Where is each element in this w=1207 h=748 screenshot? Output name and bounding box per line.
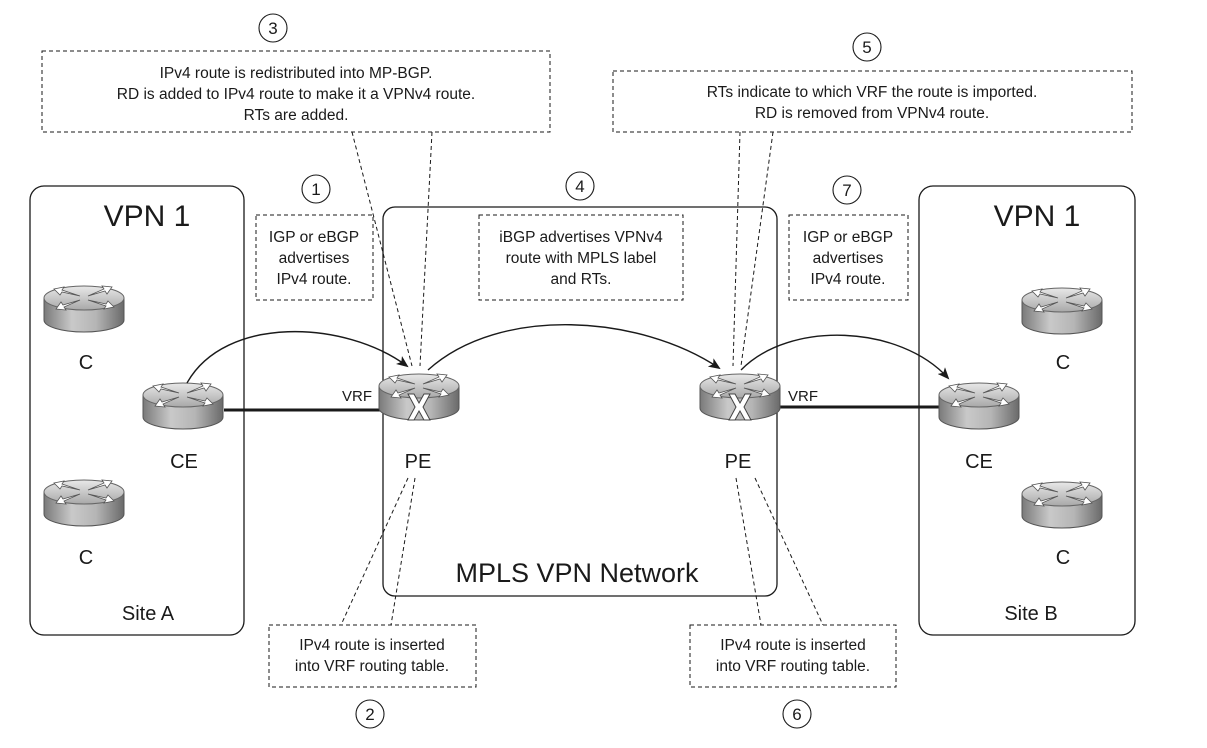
step-4-text: route with MPLS label bbox=[506, 250, 657, 267]
vrf-label: VRF bbox=[788, 388, 818, 405]
pe-router-icon bbox=[379, 374, 459, 420]
advertise-arrow-1 bbox=[186, 330, 409, 384]
step-7-text: IGP or eBGP bbox=[803, 229, 893, 246]
leader-line bbox=[740, 131, 774, 367]
c-router-label: C bbox=[1056, 352, 1070, 374]
step-number: 6 bbox=[792, 705, 801, 724]
pe-router-label: PE bbox=[405, 451, 432, 473]
leader-line bbox=[419, 131, 433, 367]
step-2-text: into VRF routing table. bbox=[295, 658, 449, 675]
step-2-text: IPv4 route is inserted bbox=[299, 637, 445, 654]
step-4-box bbox=[478, 214, 684, 301]
c-router-icon bbox=[43, 479, 125, 527]
step-number-circle bbox=[782, 699, 812, 729]
step-number: 3 bbox=[268, 19, 277, 38]
leader-line bbox=[351, 131, 413, 367]
step-6-box bbox=[689, 624, 897, 688]
step-number-circle bbox=[355, 699, 385, 729]
step-4-text: and RTs. bbox=[551, 271, 612, 288]
step-number: 2 bbox=[365, 705, 374, 724]
site-b-label: Site B bbox=[1004, 603, 1057, 625]
advertise-arrow-3 bbox=[740, 334, 950, 380]
c-router-label: C bbox=[79, 547, 93, 569]
ce-router-label: CE bbox=[965, 451, 993, 473]
step-1-text: advertises bbox=[279, 250, 350, 267]
c-router-label: C bbox=[79, 352, 93, 374]
ce-router-icon bbox=[938, 382, 1020, 430]
ce-router-label: CE bbox=[170, 451, 198, 473]
step-4-text: iBGP advertises VPNv4 bbox=[499, 229, 663, 246]
step-1-box bbox=[255, 214, 374, 301]
step-1-text: IGP or eBGP bbox=[269, 229, 359, 246]
leader-line bbox=[340, 477, 409, 626]
step-number-circle bbox=[852, 32, 882, 62]
step-3-box bbox=[41, 50, 551, 133]
step-number-circle bbox=[301, 174, 331, 204]
step-number-circle bbox=[565, 171, 595, 201]
step-number: 7 bbox=[842, 181, 851, 200]
c-router-label: C bbox=[1056, 547, 1070, 569]
step-1-text: IPv4 route. bbox=[277, 271, 352, 288]
step-5-text: RTs indicate to which VRF the route is i… bbox=[707, 84, 1038, 101]
step-3-text: RD is added to IPv4 route to make it a V… bbox=[117, 86, 475, 103]
c-router-icon bbox=[1021, 287, 1103, 335]
step-number: 1 bbox=[311, 180, 320, 199]
leader-line bbox=[735, 477, 762, 626]
ce-router-icon bbox=[142, 382, 224, 430]
step-5-box bbox=[612, 70, 1133, 133]
step-3-text: RTs are added. bbox=[244, 107, 349, 124]
leader-line bbox=[754, 477, 824, 626]
step-7-box bbox=[788, 214, 909, 301]
vpn-title-left: VPN 1 bbox=[104, 200, 191, 233]
vpn-title-right: VPN 1 bbox=[994, 200, 1081, 233]
step-7-text: IPv4 route. bbox=[811, 271, 886, 288]
step-number: 5 bbox=[862, 38, 871, 57]
step-number-circle bbox=[258, 13, 288, 43]
step-2-box bbox=[268, 624, 477, 688]
step-7-text: advertises bbox=[813, 250, 884, 267]
step-6-text: into VRF routing table. bbox=[716, 658, 870, 675]
leader-line bbox=[390, 477, 416, 626]
site-a-label: Site A bbox=[122, 603, 175, 625]
site-b-box bbox=[918, 185, 1136, 636]
c-router-icon bbox=[43, 285, 125, 333]
c-router-icon bbox=[1021, 481, 1103, 529]
advertise-arrow-2 bbox=[427, 324, 721, 371]
vrf-label: VRF bbox=[342, 388, 372, 405]
step-number: 4 bbox=[575, 177, 584, 196]
step-6-text: IPv4 route is inserted bbox=[720, 637, 866, 654]
leader-line bbox=[732, 131, 741, 367]
step-number-circle bbox=[832, 175, 862, 205]
step-3-text: IPv4 route is redistributed into MP-BGP. bbox=[160, 65, 433, 82]
pe-router-icon bbox=[700, 374, 780, 420]
step-5-text: RD is removed from VPNv4 route. bbox=[755, 105, 989, 122]
pe-router-label: PE bbox=[725, 451, 752, 473]
network-label: MPLS VPN Network bbox=[455, 558, 699, 588]
